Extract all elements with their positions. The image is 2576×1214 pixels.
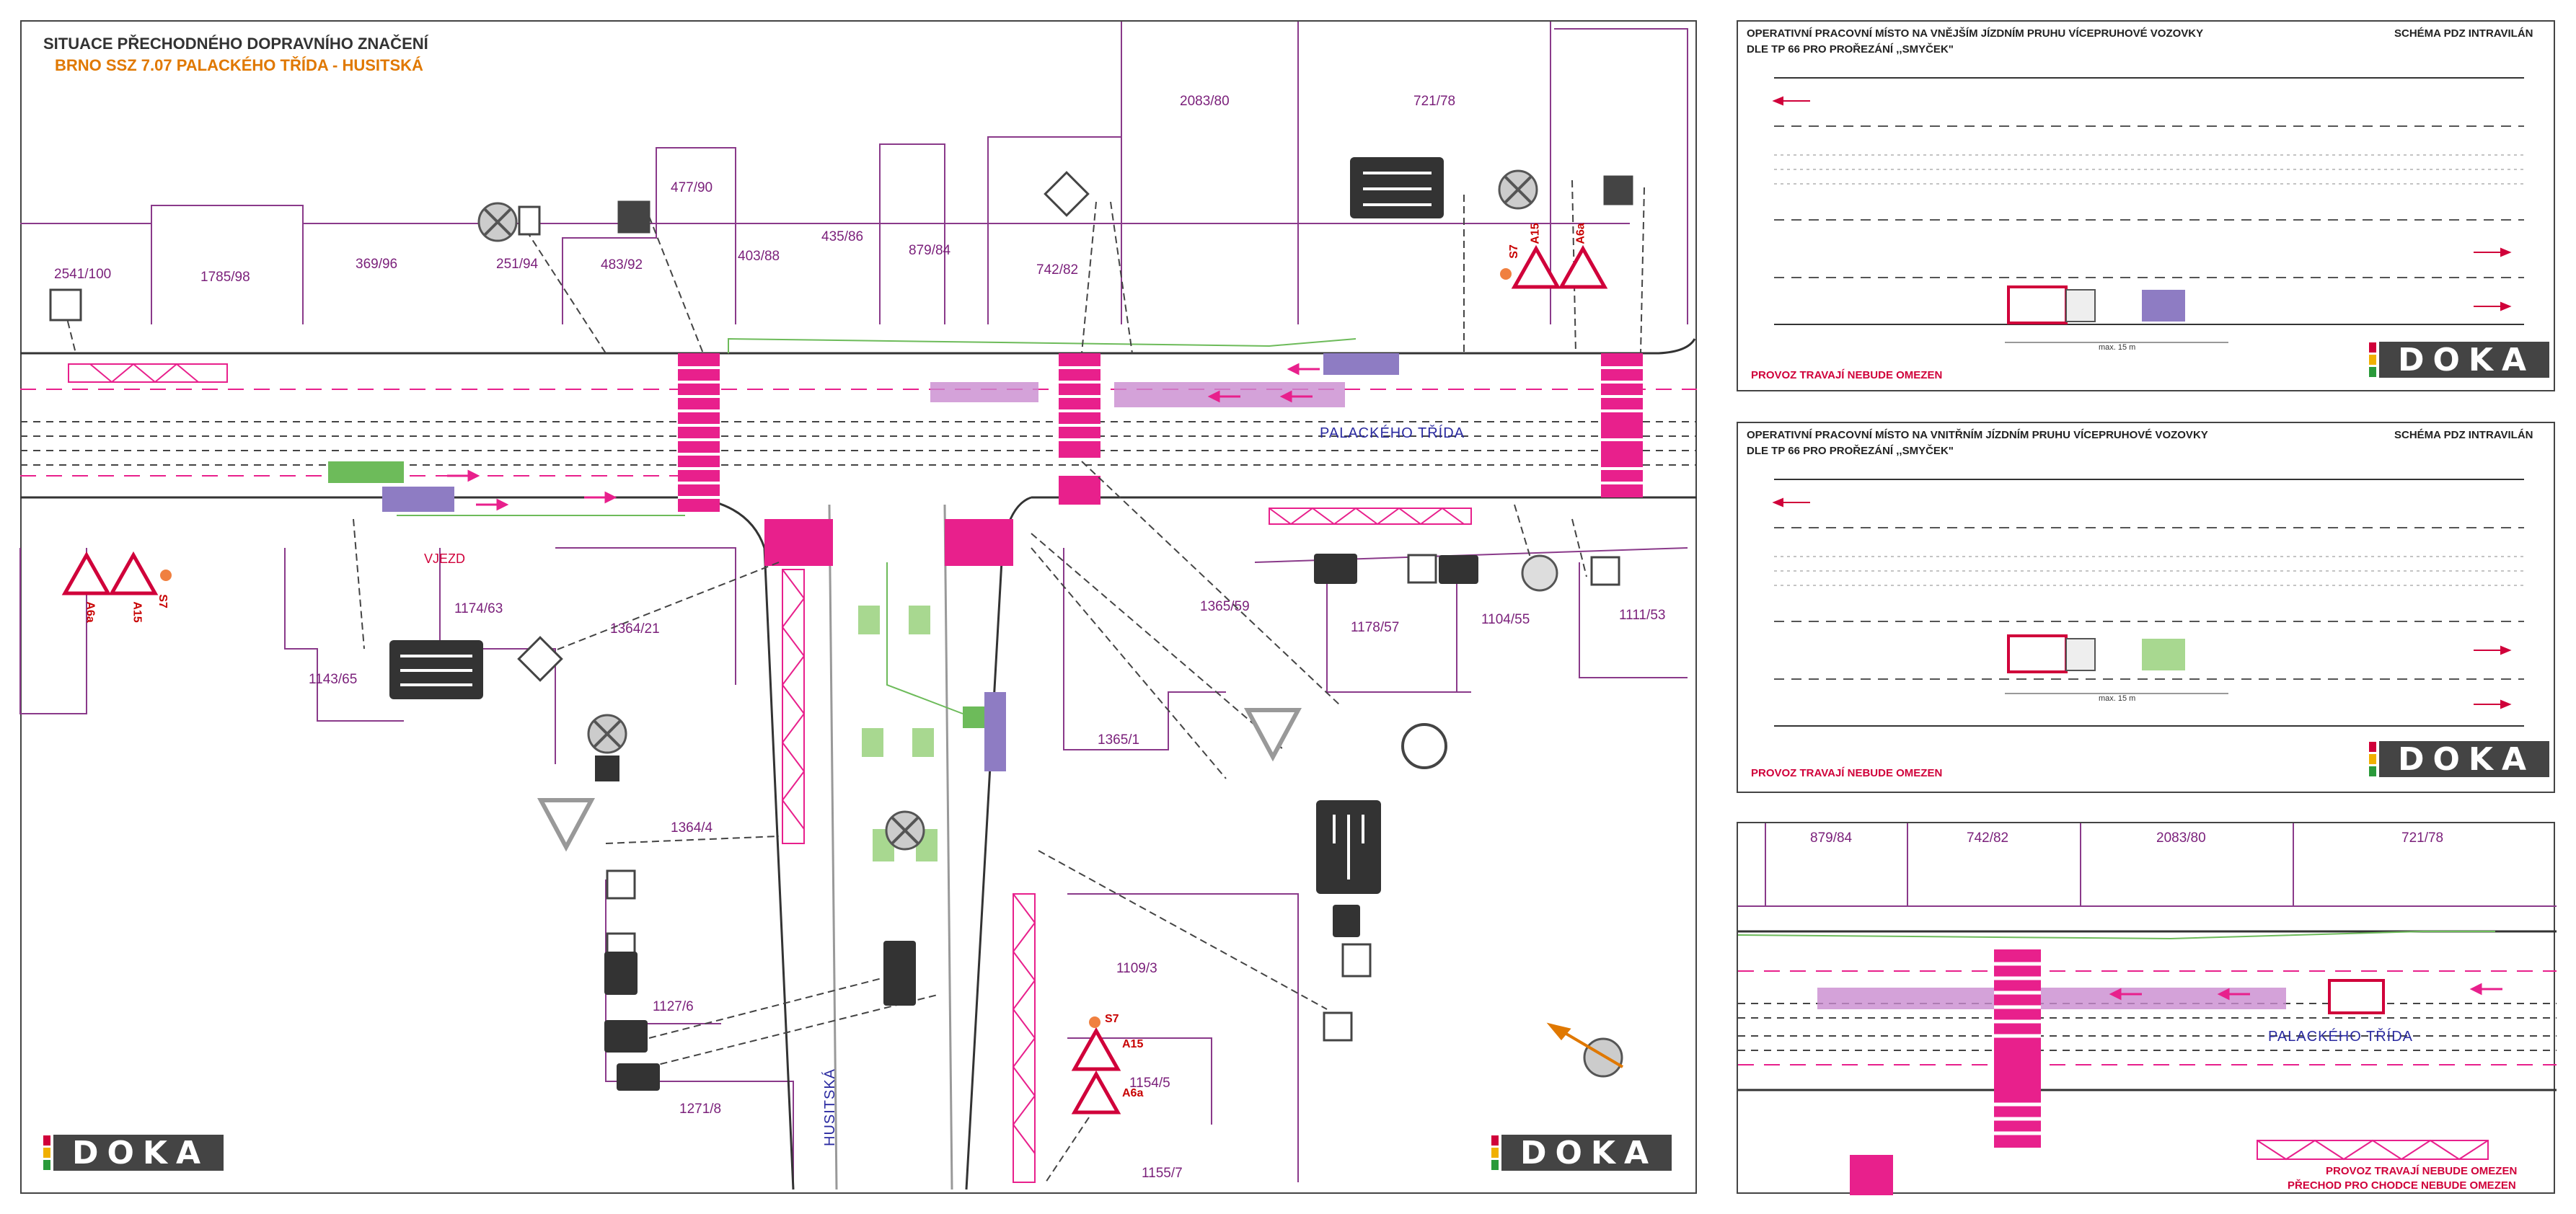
doka-logo: DOKA (1491, 1132, 1672, 1174)
scheme-title-line1: OPERATIVNÍ PRACOVNÍ MÍSTO NA VNĚJŠÍM JÍZ… (1747, 27, 2204, 40)
scheme-tag: SCHÉMA PDZ INTRAVILÁN (2394, 429, 2533, 441)
parcel-label: 1127/6 (653, 999, 694, 1014)
parcel-label: 1111/53 (1619, 608, 1666, 623)
measure-label: max. 15 m (2099, 694, 2136, 703)
scheme-title-line2: DLE TP 66 PRO PROŘEZÁNÍ ,,SMYČEK" (1747, 43, 1954, 56)
parcel-label: 1271/8 (679, 1102, 722, 1117)
parcel-label: 1364/21 (610, 621, 660, 637)
parcel-label: 742/82 (1967, 830, 2009, 846)
sign-code-label: A15 (1122, 1038, 1144, 1050)
measure-label: max. 15 m (2099, 343, 2136, 352)
sign-code-label: A6a (84, 601, 97, 623)
parcel-label: 721/78 (1413, 94, 1456, 109)
street-label-husitska: HUSITSKÁ (822, 1068, 838, 1146)
parcel-label: 1109/3 (1116, 961, 1157, 976)
doka-logo: DOKA (43, 1132, 224, 1174)
doka-logo: DOKA (2369, 738, 2549, 780)
parcel-label: 1365/1 (1098, 732, 1140, 748)
parcel-label: 1104/55 (1481, 612, 1530, 627)
scheme-panel-outer-lane: OPERATIVNÍ PRACOVNÍ MÍSTO NA VNĚJŠÍM JÍZ… (1737, 20, 2555, 391)
entry-label: VJEZD (424, 551, 466, 566)
parcel-label: 1178/57 (1351, 620, 1400, 635)
parcel-label: 1174/63 (454, 601, 503, 616)
street-label-palackeho: PALACKÉHO TŘÍDA (1320, 425, 1465, 441)
detail-note-traffic: PROVOZ TRAVAJÍ NEBUDE OMEZEN (2326, 1165, 2518, 1177)
doka-logo-text: DOKA (72, 1135, 210, 1171)
parcel-label: 1143/65 (309, 672, 358, 687)
street-label-detail: PALACKÉHO TŘÍDA (2268, 1029, 2413, 1045)
scheme-tag: SCHÉMA PDZ INTRAVILÁN (2394, 27, 2533, 40)
parcel-label: 2541/100 (54, 267, 112, 282)
page-title: SITUACE PŘECHODNÉHO DOPRAVNÍHO ZNAČENÍ (43, 35, 428, 53)
parcel-label: 1364/4 (671, 820, 713, 836)
parcel-label: 1365/59 (1200, 599, 1250, 614)
sign-code-label: A15 (1529, 223, 1542, 244)
parcel-label: 483/92 (601, 257, 643, 273)
sign-code-label: S7 (156, 594, 169, 608)
scheme-note: PROVOZ TRAVAJÍ NEBUDE OMEZEN (1751, 369, 1943, 381)
doka-logo: DOKA (2369, 339, 2549, 381)
sign-code-label: S7 (1105, 1013, 1119, 1025)
doka-logo-text: DOKA (2398, 741, 2536, 778)
scheme-note: PROVOZ TRAVAJÍ NEBUDE OMEZEN (1751, 767, 1943, 779)
doka-logo-text: DOKA (2398, 342, 2536, 378)
parcel-label: 1785/98 (200, 270, 250, 285)
parcel-label: 1154/5 (1129, 1076, 1170, 1091)
parcel-label: 403/88 (738, 249, 780, 264)
page-subtitle: BRNO SSZ 7.07 PALACKÉHO TŘÍDA - HUSITSKÁ (55, 56, 423, 74)
parcel-label: 477/90 (671, 180, 713, 195)
sign-code-label: A6a (1574, 223, 1587, 244)
detail-note-crossing: PŘECHOD PRO CHODCE NEBUDE OMEZEN (2288, 1179, 2516, 1192)
scheme-panel-inner-lane: OPERATIVNÍ PRACOVNÍ MÍSTO NA VNITŘNÍM JÍ… (1737, 422, 2555, 793)
detail-panel: 879/84 742/82 2083/80 721/78 PALACKÉHO T… (1737, 822, 2557, 1195)
sign-code-label: A6a (1122, 1087, 1144, 1099)
scheme-title-line2: DLE TP 66 PRO PROŘEZÁNÍ ,,SMYČEK" (1747, 445, 1954, 457)
sign-code-label: A15 (131, 601, 144, 623)
doka-logo-text: DOKA (1520, 1135, 1658, 1171)
sign-code-label: S7 (1507, 244, 1520, 259)
parcel-label: 369/96 (356, 257, 398, 272)
parcel-label: 742/82 (1036, 262, 1079, 278)
parcel-label: 879/84 (909, 243, 951, 258)
parcel-label: 435/86 (821, 229, 864, 244)
parcel-label: 2083/80 (2156, 830, 2206, 846)
parcel-label: 2083/80 (1180, 94, 1230, 109)
parcel-label: 879/84 (1810, 830, 1853, 846)
scheme-title-line1: OPERATIVNÍ PRACOVNÍ MÍSTO NA VNITŘNÍM JÍ… (1747, 429, 2208, 441)
parcel-label: 721/78 (2401, 830, 2444, 846)
parcel-label: 1155/7 (1142, 1166, 1183, 1181)
parcel-label: 251/94 (496, 257, 539, 272)
